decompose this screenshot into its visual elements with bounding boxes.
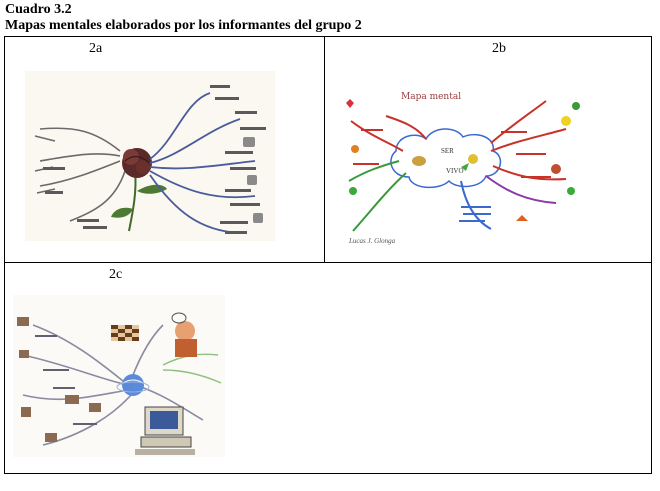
thinking-person-drawing <box>171 312 197 357</box>
cell-label-2c: 2c <box>109 267 123 282</box>
cell-label-2b: 2b <box>492 41 506 56</box>
table-row-divider <box>5 262 651 263</box>
globe-drawing <box>116 374 150 396</box>
computer-drawing <box>135 406 195 455</box>
chessboard-drawing <box>111 325 139 341</box>
central-cloud: SER VIVO <box>390 128 502 189</box>
mind-map-2a-image <box>25 71 275 241</box>
map-b-title: Mapa mental <box>401 92 461 102</box>
document-heading: Cuadro 3.2 <box>5 2 72 17</box>
figure-table: 2a <box>4 36 652 474</box>
mind-map-2b-image: Mapa mental SER VIVO <box>341 81 587 251</box>
svg-text:SER: SER <box>441 147 454 155</box>
map-b-signature: Lucas J. Glonga <box>348 237 396 245</box>
cell-label-2a: 2a <box>89 41 103 56</box>
table-column-divider <box>324 37 325 262</box>
mind-map-2c-image <box>13 295 225 457</box>
document-subheading: Mapas mentales elaborados por los inform… <box>5 18 362 33</box>
svg-text:VIVO: VIVO <box>446 167 464 175</box>
